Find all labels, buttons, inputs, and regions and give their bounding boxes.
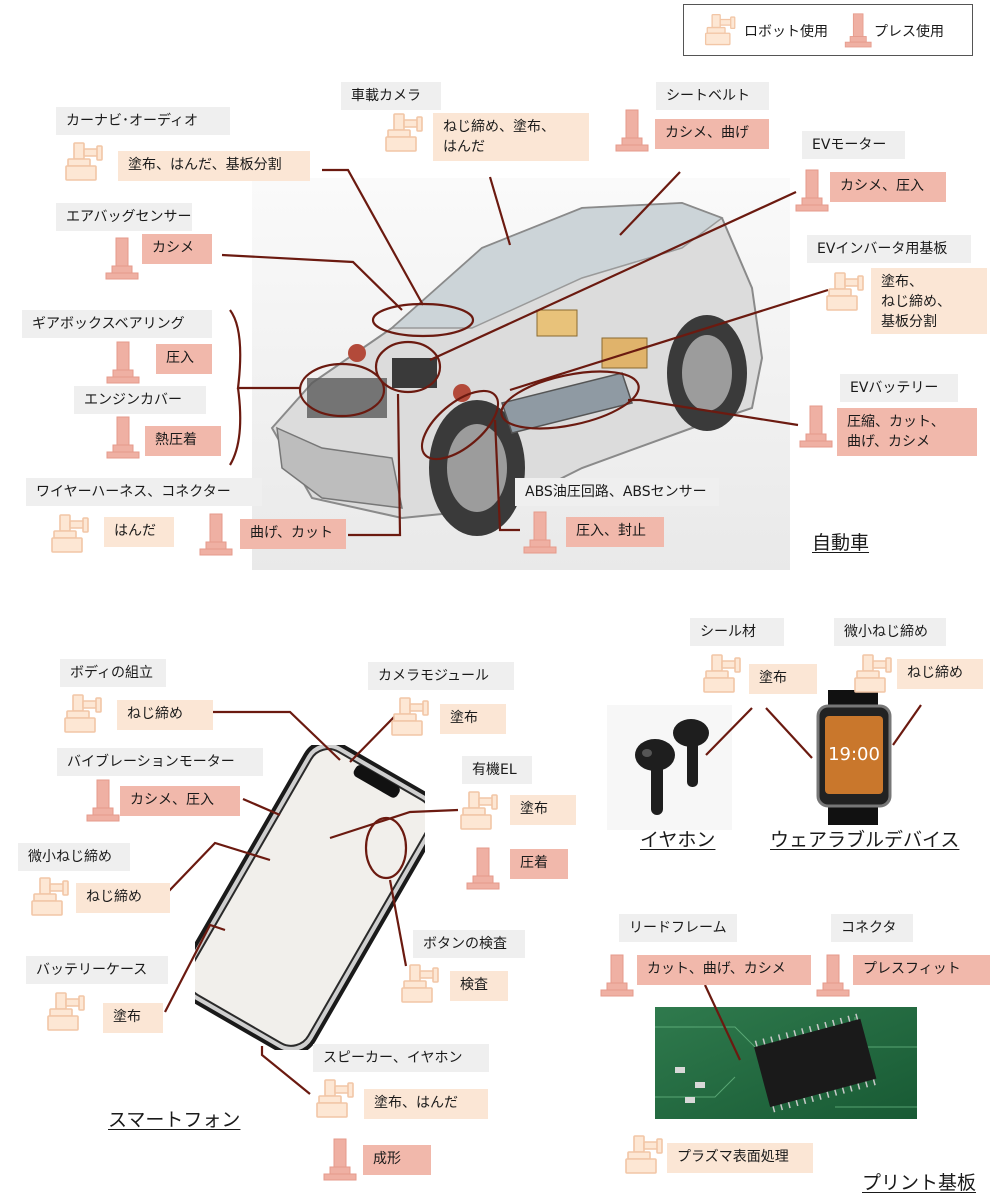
camera-robot-tag: ねじ締め、塗布、 はんだ — [433, 113, 589, 161]
robot-arm-icon — [46, 990, 88, 1034]
connector-label: コネクタ — [831, 914, 913, 942]
press-machine-icon — [520, 510, 562, 554]
press-machine-icon — [796, 404, 838, 448]
robot-arm-icon — [702, 652, 744, 696]
leadframe-label: リードフレーム — [619, 914, 737, 942]
vibration-motor-press-tag: カシメ、圧入 — [120, 786, 240, 816]
press-machine-icon — [102, 236, 144, 280]
ev-battery-press-tag: 圧縮、カット、 曲げ、カシメ — [837, 408, 977, 456]
navi-robot-tag: 塗布、はんだ、基板分割 — [118, 151, 310, 181]
harness-robot-tag: はんだ — [104, 517, 174, 547]
press-machine-icon — [612, 108, 654, 152]
section-title-earphone: イヤホン — [640, 829, 716, 851]
seatbelt-press-tag: カシメ、曲げ — [655, 119, 769, 149]
watch-time: 19:00 — [828, 744, 880, 765]
abs-press-tag: 圧入、封止 — [566, 517, 664, 547]
oled-robot-tag: 塗布 — [510, 795, 576, 825]
abs-label: ABS油圧回路、ABSセンサー — [515, 478, 719, 506]
airbag-press-tag: カシメ — [142, 234, 212, 264]
press-machine-icon — [597, 953, 639, 997]
press-machine-icon — [842, 11, 876, 49]
plasma-robot-tag: プラズマ表面処理 — [667, 1143, 813, 1173]
press-machine-icon — [196, 512, 238, 556]
camera-module-robot-tag: 塗布 — [440, 704, 506, 734]
smartwatch-image: 19:00 — [816, 690, 892, 825]
oled-label: 有機EL — [462, 756, 532, 784]
button-inspection-label: ボタンの検査 — [413, 930, 525, 958]
camera-module-label: カメラモジュール — [368, 662, 514, 690]
legend: ロボット使用 プレス使用 — [683, 4, 973, 56]
robot-arm-icon — [459, 789, 501, 833]
harness-label: ワイヤーハーネス、コネクター — [26, 478, 262, 506]
robot-arm-icon — [64, 140, 106, 184]
press-machine-icon — [320, 1137, 362, 1181]
press-machine-icon — [792, 168, 834, 212]
section-title-smartphone: スマートフォン — [108, 1109, 241, 1131]
speaker-label: スピーカー、イヤホン — [313, 1044, 489, 1072]
airbag-label: エアバッグセンサー — [56, 203, 192, 231]
body-assembly-robot-tag: ねじ締め — [117, 700, 213, 730]
camera-label: 車載カメラ — [341, 82, 441, 110]
ev-inverter-robot-tag: 塗布、 ねじ締め、 基板分割 — [871, 268, 987, 334]
robot-arm-icon — [384, 111, 426, 155]
press-machine-icon — [463, 846, 505, 890]
press-machine-icon — [83, 778, 125, 822]
gearbox-press-tag: 圧入 — [156, 344, 212, 374]
button-inspection-robot-tag: 検査 — [450, 971, 508, 1001]
wear-micro-screw-label: 微小ねじ締め — [834, 618, 946, 646]
ev-motor-label: EVモーター — [802, 131, 905, 159]
micro-screw-label: 微小ねじ締め — [18, 843, 130, 871]
earphone-image — [607, 705, 732, 830]
robot-arm-icon — [624, 1133, 666, 1177]
section-title-car: 自動車 — [812, 532, 870, 554]
robot-arm-icon — [63, 692, 105, 736]
engine-cover-label: エンジンカバー — [74, 386, 206, 414]
robot-arm-icon — [390, 695, 432, 739]
ev-battery-label: EVバッテリー — [840, 374, 958, 402]
speaker-press-tag: 成形 — [363, 1145, 431, 1175]
battery-case-robot-tag: 塗布 — [103, 1003, 163, 1033]
body-assembly-label: ボディの組立 — [60, 659, 166, 687]
seal-robot-tag: 塗布 — [749, 664, 817, 694]
robot-arm-icon — [315, 1077, 357, 1121]
ev-inverter-label: EVインバータ用基板 — [807, 235, 971, 263]
legend-robot-label: ロボット使用 — [744, 24, 828, 40]
section-title-pcb: プリント基板 — [862, 1172, 977, 1194]
wear-micro-screw-robot-tag: ねじ締め — [897, 659, 983, 689]
pcb-image — [655, 1007, 917, 1119]
press-machine-icon — [103, 415, 145, 459]
navi-label: カーナビ･オーディオ — [56, 107, 230, 135]
legend-press-label: プレス使用 — [874, 24, 944, 40]
robot-arm-icon — [825, 270, 867, 314]
section-title-wearable: ウェアラブルデバイス — [770, 829, 960, 851]
harness-press-tag: 曲げ、カット — [240, 519, 346, 549]
press-machine-icon — [813, 953, 855, 997]
robot-arm-icon — [50, 512, 92, 556]
press-machine-icon — [103, 340, 145, 384]
engine-cover-press-tag: 熱圧着 — [145, 426, 221, 456]
robot-arm-icon — [30, 875, 72, 919]
gearbox-label: ギアボックスベアリング — [22, 310, 212, 338]
micro-screw-robot-tag: ねじ締め — [76, 883, 170, 913]
oled-press-tag: 圧着 — [510, 849, 568, 879]
robot-arm-icon — [400, 962, 442, 1006]
speaker-robot-tag: 塗布、はんだ — [364, 1089, 488, 1119]
vibration-motor-label: バイブレーションモーター — [57, 748, 263, 776]
battery-case-label: バッテリーケース — [26, 956, 168, 984]
ev-motor-press-tag: カシメ、圧入 — [830, 172, 946, 202]
connector-press-tag: プレスフィット — [853, 955, 990, 985]
seatbelt-label: シートベルト — [656, 82, 769, 110]
robot-arm-icon — [704, 11, 738, 49]
seal-label: シール材 — [690, 618, 784, 646]
leadframe-press-tag: カット、曲げ、カシメ — [637, 955, 811, 985]
robot-arm-icon — [853, 652, 895, 696]
